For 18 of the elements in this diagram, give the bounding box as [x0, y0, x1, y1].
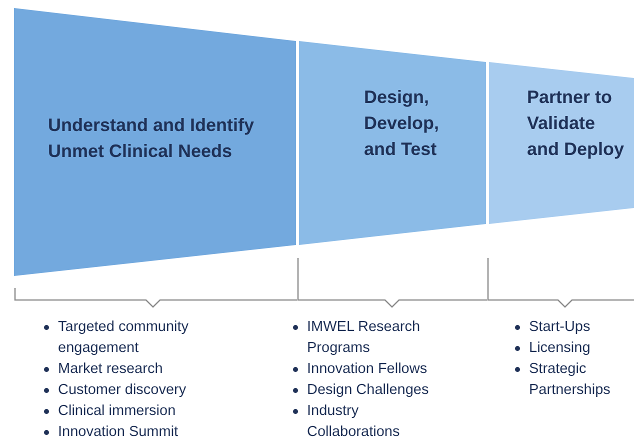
bullet-text: Innovation Summit — [58, 424, 178, 440]
bullet-text: Strategic Partnerships — [529, 361, 610, 398]
stage-title: Partner to Validate and Deploy — [527, 86, 626, 161]
bullet-text: Innovation Fellows — [307, 361, 428, 377]
funnel-stage — [489, 62, 634, 224]
bullet-text: Targeted community engagement — [58, 319, 189, 356]
bullet-text: Licensing — [529, 340, 590, 356]
bullet-text: IMWEL Research Programs — [307, 319, 420, 356]
bullet-text: Industry Collaborations — [307, 403, 400, 440]
bullet-text: Customer discovery — [58, 382, 186, 398]
bullet-text: Market research — [58, 361, 163, 377]
bullet-text: Clinical immersion — [58, 403, 176, 419]
stage-title: Understand and Identify Unmet Clinical Needs — [48, 114, 256, 163]
funnel-stage — [299, 41, 486, 245]
stage-title: Design, Develop, and Test — [364, 86, 440, 161]
bullet-text: Start-Ups — [529, 319, 590, 335]
bullet-text: Design Challenges — [307, 382, 429, 398]
funnel-stage — [14, 8, 296, 276]
